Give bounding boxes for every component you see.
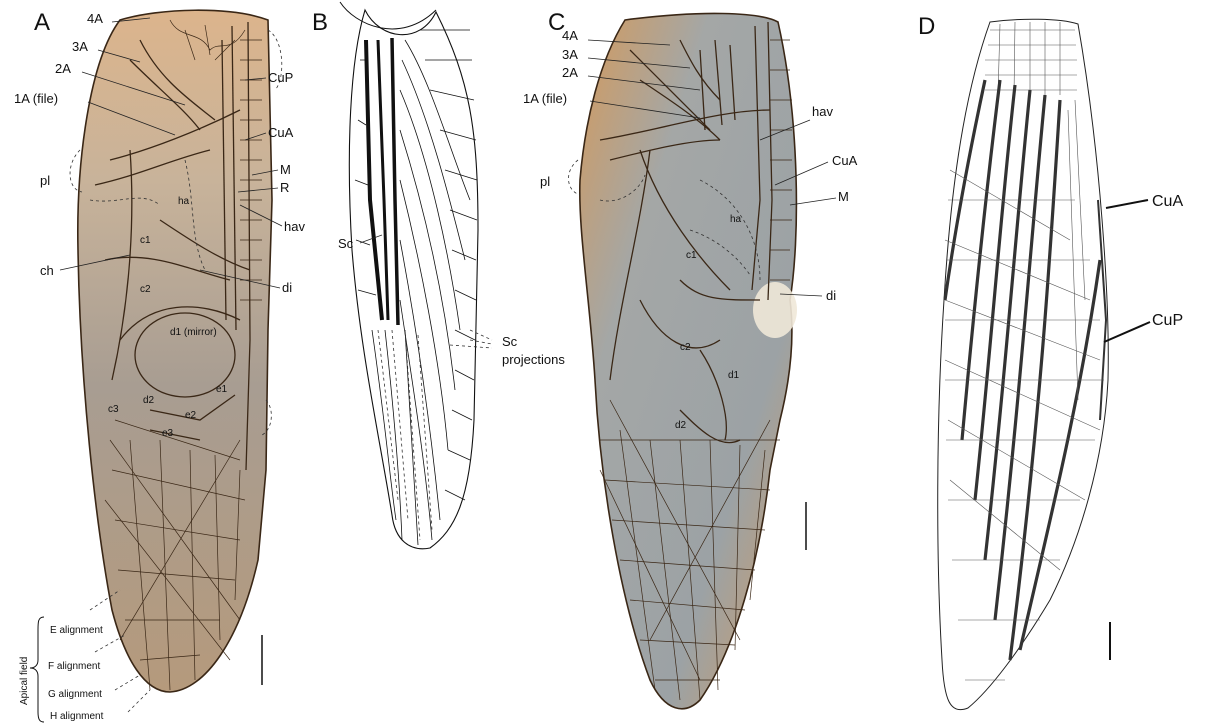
panel-c: C: [523, 9, 858, 709]
label-r: R: [280, 180, 289, 195]
label-sc-projections-2: projections: [502, 352, 565, 367]
label-c-hav: hav: [812, 104, 833, 119]
wing-d-leaders: [1104, 200, 1150, 342]
label-ha: ha: [178, 196, 190, 207]
label-d-cua: CuA: [1152, 193, 1183, 210]
label-m: M: [280, 162, 291, 177]
label-cua: CuA: [268, 125, 294, 140]
label-c-c2: c2: [680, 342, 691, 353]
label-d2: d2: [143, 395, 155, 406]
wing-c-dash-pl: [568, 160, 580, 195]
label-cup: CuP: [268, 70, 293, 85]
label-d-cup: CuP: [1152, 312, 1183, 329]
label-e3: e3: [162, 428, 174, 439]
panel-a: A: [14, 9, 305, 722]
panel-d: D CuA CuP: [918, 13, 1183, 710]
label-h-alignment: H alignment: [50, 711, 104, 722]
label-c-ha: ha: [730, 214, 742, 225]
label-sc: Sc: [338, 236, 354, 251]
label-f-alignment: F alignment: [48, 661, 100, 672]
label-g-alignment: G alignment: [48, 689, 102, 700]
label-c-pl: pl: [540, 174, 550, 189]
label-c-4a: 4A: [562, 28, 578, 43]
label-di: di: [282, 280, 292, 295]
label-c-m: M: [838, 189, 849, 204]
label-ch: ch: [40, 263, 54, 278]
panel-d-letter: D: [918, 13, 935, 40]
label-c-di: di: [826, 288, 836, 303]
label-c3: c3: [108, 404, 119, 415]
label-3a: 3A: [72, 39, 88, 54]
label-e2: e2: [185, 410, 197, 421]
label-apical-field: Apical field: [19, 657, 30, 705]
label-2a: 2A: [55, 61, 71, 76]
panel-a-letter: A: [34, 9, 50, 36]
label-c-2a: 2A: [562, 65, 578, 80]
label-c-c1: c1: [686, 250, 697, 261]
wing-c-highlight: [753, 282, 797, 338]
label-pl: pl: [40, 173, 50, 188]
label-d1-mirror: d1 (mirror): [170, 327, 217, 338]
label-e-alignment: E alignment: [50, 625, 103, 636]
label-c1: c1: [140, 235, 151, 246]
label-c-1a-file: 1A (file): [523, 91, 567, 106]
label-c-d1: d1: [728, 370, 740, 381]
label-c-cua: CuA: [832, 153, 858, 168]
label-hav: hav: [284, 219, 305, 234]
label-sc-projections-1: Sc: [502, 334, 518, 349]
panel-b-letter: B: [312, 9, 328, 36]
label-c-3a: 3A: [562, 47, 578, 62]
label-c-d2: d2: [675, 420, 687, 431]
label-4a: 4A: [87, 11, 103, 26]
label-c2: c2: [140, 284, 151, 295]
wing-b-base: [340, 2, 436, 29]
label-1a-file: 1A (file): [14, 91, 58, 106]
panel-b: B: [312, 2, 565, 549]
label-e1: e1: [216, 384, 228, 395]
